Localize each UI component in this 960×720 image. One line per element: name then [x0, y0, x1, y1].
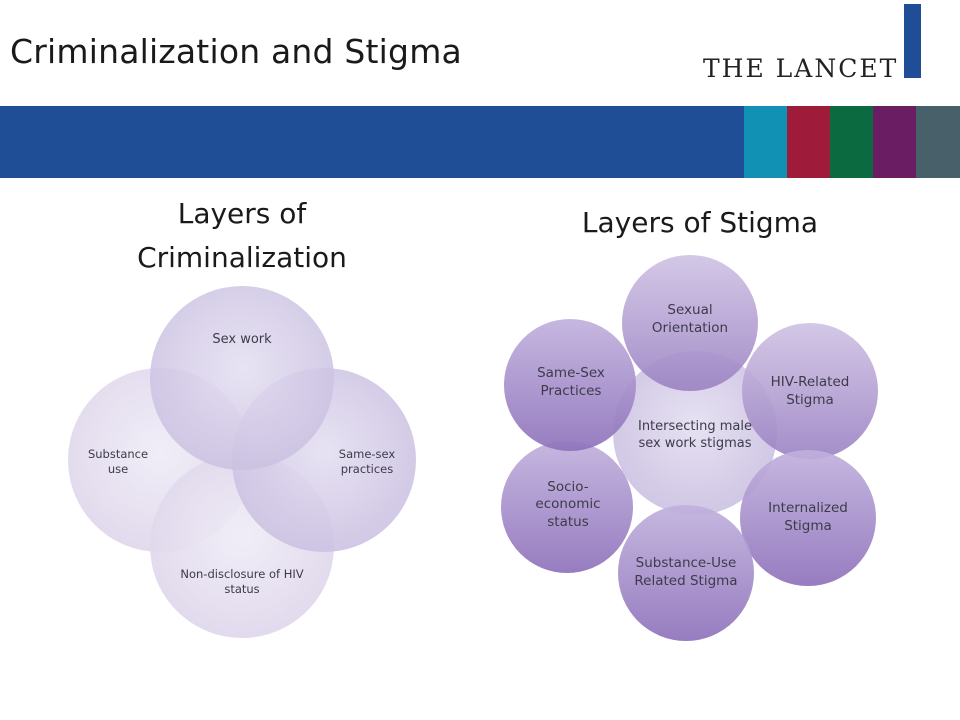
label-same-sex-practices: Same-sex practices	[338, 447, 396, 476]
criminalization-heading: Layers of Criminalization	[137, 197, 347, 274]
stigma-diagram	[501, 255, 878, 641]
label-hiv-related-stigma: HIV-Related Stigma	[770, 374, 850, 408]
label-socio-economic: Socio-economic status	[535, 478, 601, 530]
color-swatch-1	[744, 106, 787, 178]
label-substance-use: Substance use	[87, 447, 149, 476]
stigma-heading: Layers of Stigma	[581, 206, 819, 239]
label-stigma-center: Intersecting male sex work stigmas	[637, 419, 752, 451]
node-hiv-related-stigma	[742, 323, 878, 459]
node-same-sex-practices-stigma	[504, 319, 636, 451]
lancet-logo: THE LANCET	[703, 54, 899, 83]
slide-title: Criminalization and Stigma	[10, 32, 462, 71]
header-banner	[0, 106, 744, 178]
node-substance-use-stigma	[618, 505, 754, 641]
node-internalized-stigma	[740, 450, 876, 586]
node-sex-work	[150, 286, 334, 470]
label-same-sex-practices-stigma: Same-Sex Practices	[537, 365, 605, 399]
label-internalized-stigma: Internalized Stigma	[768, 500, 848, 534]
color-swatch-3	[830, 106, 873, 178]
label-sexual-orientation: Sexual Orientation	[651, 302, 729, 336]
node-sexual-orientation	[622, 255, 758, 391]
label-non-disclosure: Non-disclosure of HIV status	[180, 567, 304, 596]
label-sex-work: Sex work	[212, 331, 272, 347]
color-swatch-4	[873, 106, 916, 178]
color-swatch-2	[787, 106, 830, 178]
node-socio-economic	[501, 441, 633, 573]
stigma-center-node	[613, 351, 777, 515]
color-swatch-5	[916, 106, 960, 178]
logo-accent-bar	[904, 4, 921, 78]
label-substance-use-stigma: Substance-Use Related Stigma	[634, 555, 738, 589]
criminalization-diagram	[68, 286, 416, 638]
